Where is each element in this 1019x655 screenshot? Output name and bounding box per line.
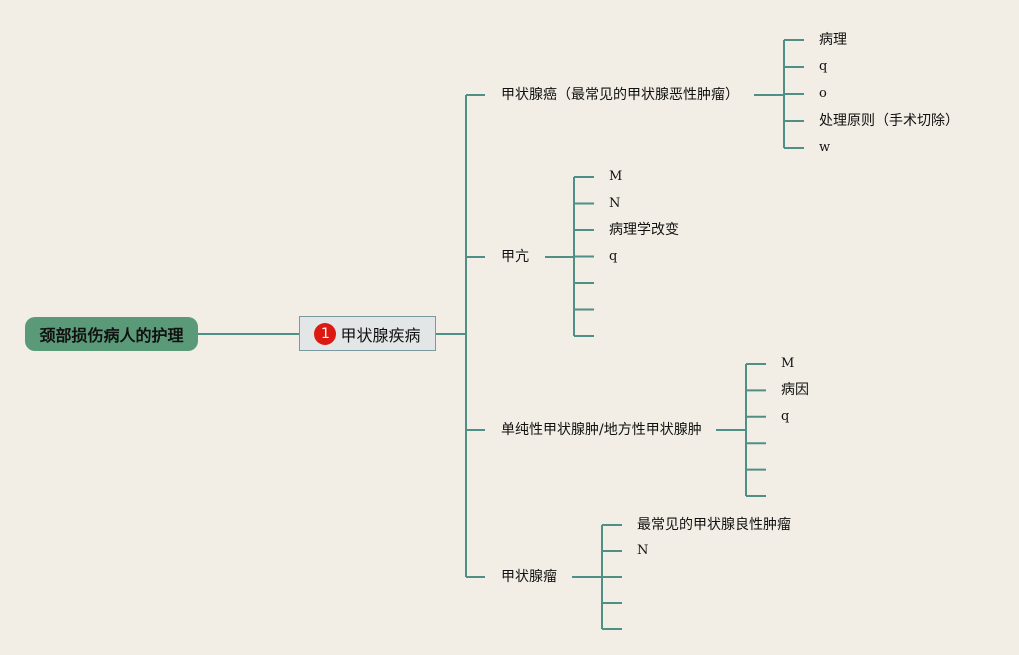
subtopic-4-2[interactable]: N	[637, 543, 649, 558]
root-topic[interactable]: 颈部损伤病人的护理	[25, 317, 198, 351]
subtopic-1-2[interactable]: q	[819, 59, 828, 74]
subtopic-2-4[interactable]: q	[609, 248, 618, 264]
main-topic[interactable]: 1 甲状腺疾病	[299, 316, 436, 351]
subtopic-3-3[interactable]: q	[781, 408, 790, 424]
subtopic-1-5[interactable]: w	[819, 140, 831, 155]
root-topic-label: 颈部损伤病人的护理	[39, 326, 184, 345]
subtopic-2-3[interactable]: 病理学改变	[609, 222, 679, 238]
subtopic-1-3[interactable]: o	[819, 86, 827, 101]
subtopic-1-4[interactable]: 处理原则（手术切除）	[819, 113, 959, 129]
branch-topic-3[interactable]: 单纯性甲状腺肿/地方性甲状腺肿	[501, 422, 702, 438]
subtopic-4-1[interactable]: 最常见的甲状腺良性肿瘤	[637, 517, 791, 533]
branch-topic-1[interactable]: 甲状腺癌（最常见的甲状腺恶性肿瘤）	[501, 87, 739, 103]
branch-topic-2[interactable]: 甲亢	[501, 249, 529, 265]
subtopic-3-2[interactable]: 病因	[781, 382, 809, 399]
subtopic-1-1[interactable]: 病理	[819, 32, 847, 48]
subtopic-3-1[interactable]: M	[781, 356, 795, 371]
branch-topic-4[interactable]: 甲状腺瘤	[501, 569, 557, 585]
priority-1-icon: 1	[314, 322, 337, 345]
subtopic-2-2[interactable]: N	[609, 195, 621, 211]
subtopic-2-1[interactable]: M	[609, 169, 623, 184]
main-topic-label: 甲状腺疾病	[340, 325, 421, 345]
